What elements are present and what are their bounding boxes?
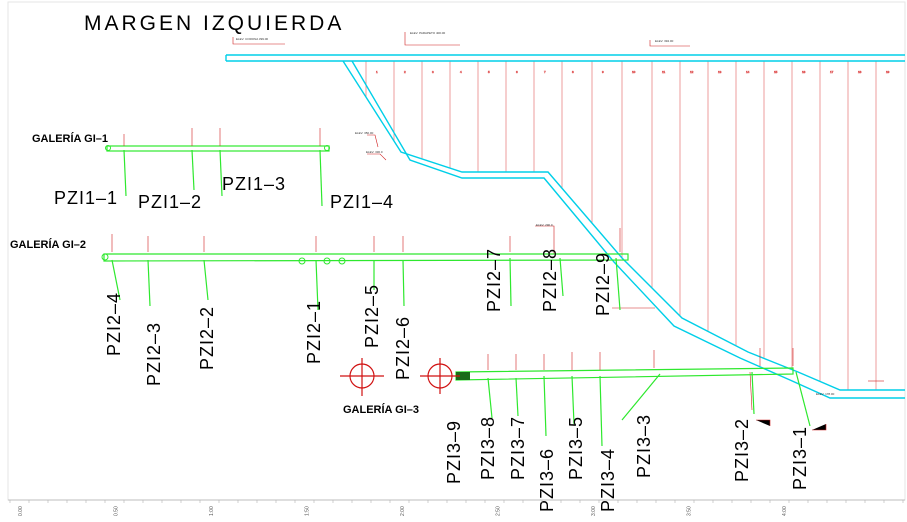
block-number: 17 xyxy=(830,70,834,74)
gallery-gi1-label: GALERÍA GI–1 xyxy=(32,132,108,145)
piezometer-pzi2-9: PZI2–9 xyxy=(593,252,613,316)
ruler-label: 1:50 xyxy=(305,506,311,516)
svg-text:ELEV. 330.0: ELEV. 330.0 xyxy=(366,150,383,154)
block-number: 4 xyxy=(460,70,462,74)
gi1-drill-holes xyxy=(123,149,323,207)
ruler-label: 1:00 xyxy=(209,506,215,516)
piezometer-pzi3-5: PZI3–5 xyxy=(566,416,586,480)
block-number: 18 xyxy=(858,70,862,74)
block-number: 11 xyxy=(662,70,665,74)
svg-text:ELEV. 290.0: ELEV. 290.0 xyxy=(536,223,553,227)
block-number: 19 xyxy=(886,70,890,74)
elevation-annotations xyxy=(232,32,884,411)
drawing-title: MARGEN IZQUIERDA xyxy=(84,12,344,35)
gi2-drill-holes xyxy=(111,257,621,311)
piezometer-pzi3-8: PZI3–8 xyxy=(478,416,498,480)
elevation-micro-text: ELEV. CORONA 399.00 ELEV. PARAPETO 400.0… xyxy=(236,31,835,396)
piezometer-pzi1-1: PZI1–1 xyxy=(54,188,118,208)
block-number: 1 xyxy=(376,70,378,74)
dam-profile xyxy=(225,54,905,399)
piezometer-pzi2-7: PZI2–7 xyxy=(484,248,504,312)
ruler-label: 3:50 xyxy=(687,506,693,516)
svg-text:ELEV. CORONA 399.00: ELEV. CORONA 399.00 xyxy=(236,37,268,41)
section-marker-right xyxy=(420,358,460,394)
block-number: 10 xyxy=(632,70,636,74)
piezometer-pzi2-2: PZI2–2 xyxy=(197,306,217,370)
svg-text:ELEV. 394.00: ELEV. 394.00 xyxy=(655,39,674,43)
gallery-gi3-tunnel xyxy=(455,367,794,381)
piezometer-pzi3-2: PZI3–2 xyxy=(732,418,752,482)
gallery-gi3-portal xyxy=(456,372,470,380)
piezometer-pzi2-5: PZI2–5 xyxy=(362,284,382,348)
piezometer-pzi3-3: PZI3–3 xyxy=(634,414,654,478)
piezometer-pzi2-3: PZI2–3 xyxy=(144,322,164,386)
piezometer-pzi1-4: PZI1–4 xyxy=(330,192,394,212)
ruler-label: 2:00 xyxy=(400,506,406,516)
ruler-label: 4:00 xyxy=(782,506,788,516)
piezometer-pzi1-3: PZI1–3 xyxy=(222,174,286,194)
block-number: 8 xyxy=(572,70,574,74)
block-number: 15 xyxy=(774,70,778,74)
gallery-gi1-tunnel xyxy=(106,145,330,152)
gi3-drill-holes xyxy=(487,371,811,447)
gallery-gi1: GALERÍA GI–1 xyxy=(32,128,330,207)
gallery-gi3: GALERÍA GI–3 xyxy=(343,348,827,447)
piezometer-pzi2-6: PZI2–6 xyxy=(393,316,413,380)
block-number: 5 xyxy=(488,70,490,74)
block-number: 9 xyxy=(602,70,604,74)
ruler-label: 2:50 xyxy=(496,506,502,516)
block-number: 14 xyxy=(746,70,750,74)
svg-text:ELEV. 350.00: ELEV. 350.00 xyxy=(355,131,374,135)
gallery-gi3-label: GALERÍA GI–3 xyxy=(343,403,419,416)
piezometer-pzi1-2: PZI1–2 xyxy=(138,192,202,212)
piezometer-pzi2-4: PZI2–4 xyxy=(104,292,124,356)
piezometer-pzi3-6: PZI3–6 xyxy=(537,448,557,512)
section-markers xyxy=(340,358,460,396)
block-number: 16 xyxy=(802,70,806,74)
section-marker-left xyxy=(340,358,384,396)
piezometer-pzi3-4: PZI3–4 xyxy=(598,448,618,512)
gallery-gi2-tunnel xyxy=(103,253,629,262)
block-number: 7 xyxy=(544,70,546,74)
ruler-label: 3:00 xyxy=(591,506,597,516)
svg-text:ELEV. PARAPETO 400.00: ELEV. PARAPETO 400.00 xyxy=(410,31,445,35)
piezometer-pzi3-7: PZI3–7 xyxy=(508,416,528,480)
ruler-label: 0.50 xyxy=(114,506,120,516)
foundation-line-upper xyxy=(342,60,905,391)
block-number: 2 xyxy=(404,70,406,74)
piezometer-pzi3-9: PZI3–9 xyxy=(444,420,464,484)
piezometer-pzi3-1: PZI3–1 xyxy=(790,426,810,490)
piezometer-labels: PZI1–1 PZI1–2 PZI1–3 PZI1–4 PZI2–4 PZI2–… xyxy=(54,174,810,512)
piezometer-pzi2-1: PZI2–1 xyxy=(304,300,324,364)
piezometer-pzi2-8: PZI2–8 xyxy=(540,248,560,312)
block-number: 6 xyxy=(516,70,518,74)
block-number: 12 xyxy=(690,70,694,74)
block-number: 13 xyxy=(718,70,722,74)
svg-text:ELEV. 178.00: ELEV. 178.00 xyxy=(816,392,835,396)
block-number: 3 xyxy=(432,70,434,74)
gallery-gi2: GALERÍA GI–2 xyxy=(10,228,629,311)
ruler-label: 0.00 xyxy=(18,506,24,516)
bottom-ruler: 0.00 0.50 1:00 1:50 2:00 2:50 3:00 3:50 4:00 xyxy=(8,499,905,516)
gallery-gi2-label: GALERÍA GI–2 xyxy=(10,238,86,251)
foundation-line-lower xyxy=(351,60,905,399)
